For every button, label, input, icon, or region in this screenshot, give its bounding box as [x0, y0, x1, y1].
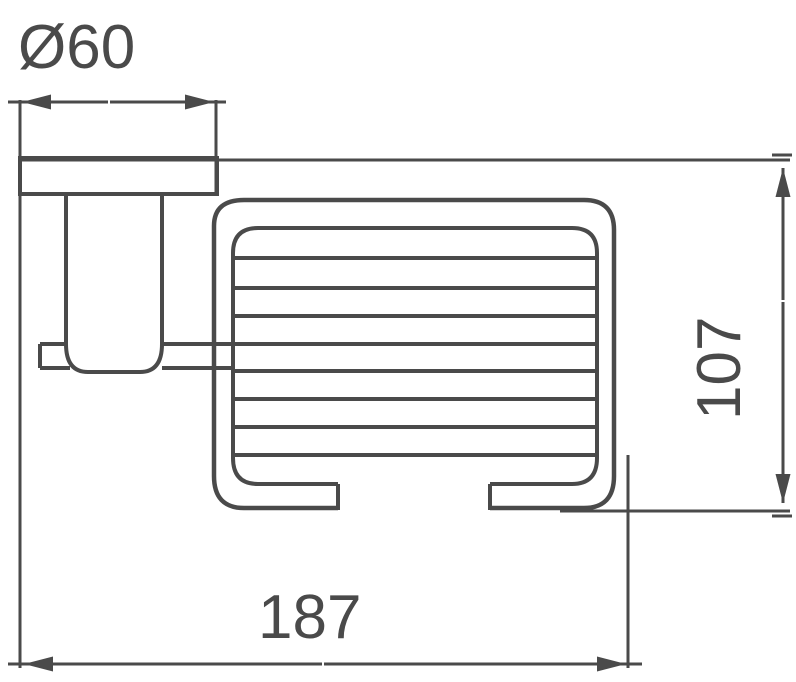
basket-foot-right [488, 484, 584, 510]
wall-mount-plate [18, 156, 219, 196]
mounting-post [38, 194, 196, 374]
post-rounded-base [64, 343, 164, 374]
basket-outer-outline [211, 197, 617, 511]
basket-outer-left-return [211, 262, 338, 511]
post-tab-left [38, 342, 70, 370]
post-tab-right [162, 342, 196, 370]
dimension-label-height: 107 [685, 317, 754, 420]
dimension-height-107 [772, 153, 792, 518]
basket-inner-frame [231, 226, 599, 486]
mount-plate-body [18, 156, 219, 196]
basket-feet [244, 484, 584, 510]
dimension-label-width: 187 [258, 583, 361, 652]
basket-foot-left [244, 484, 340, 510]
basket-inner-outline [231, 226, 599, 486]
basket-wire-bars [233, 256, 597, 457]
basket-outer-frame [211, 197, 617, 511]
basket-inner-left-return [231, 262, 338, 486]
dimension-label-diameter: Ø60 [18, 13, 135, 82]
